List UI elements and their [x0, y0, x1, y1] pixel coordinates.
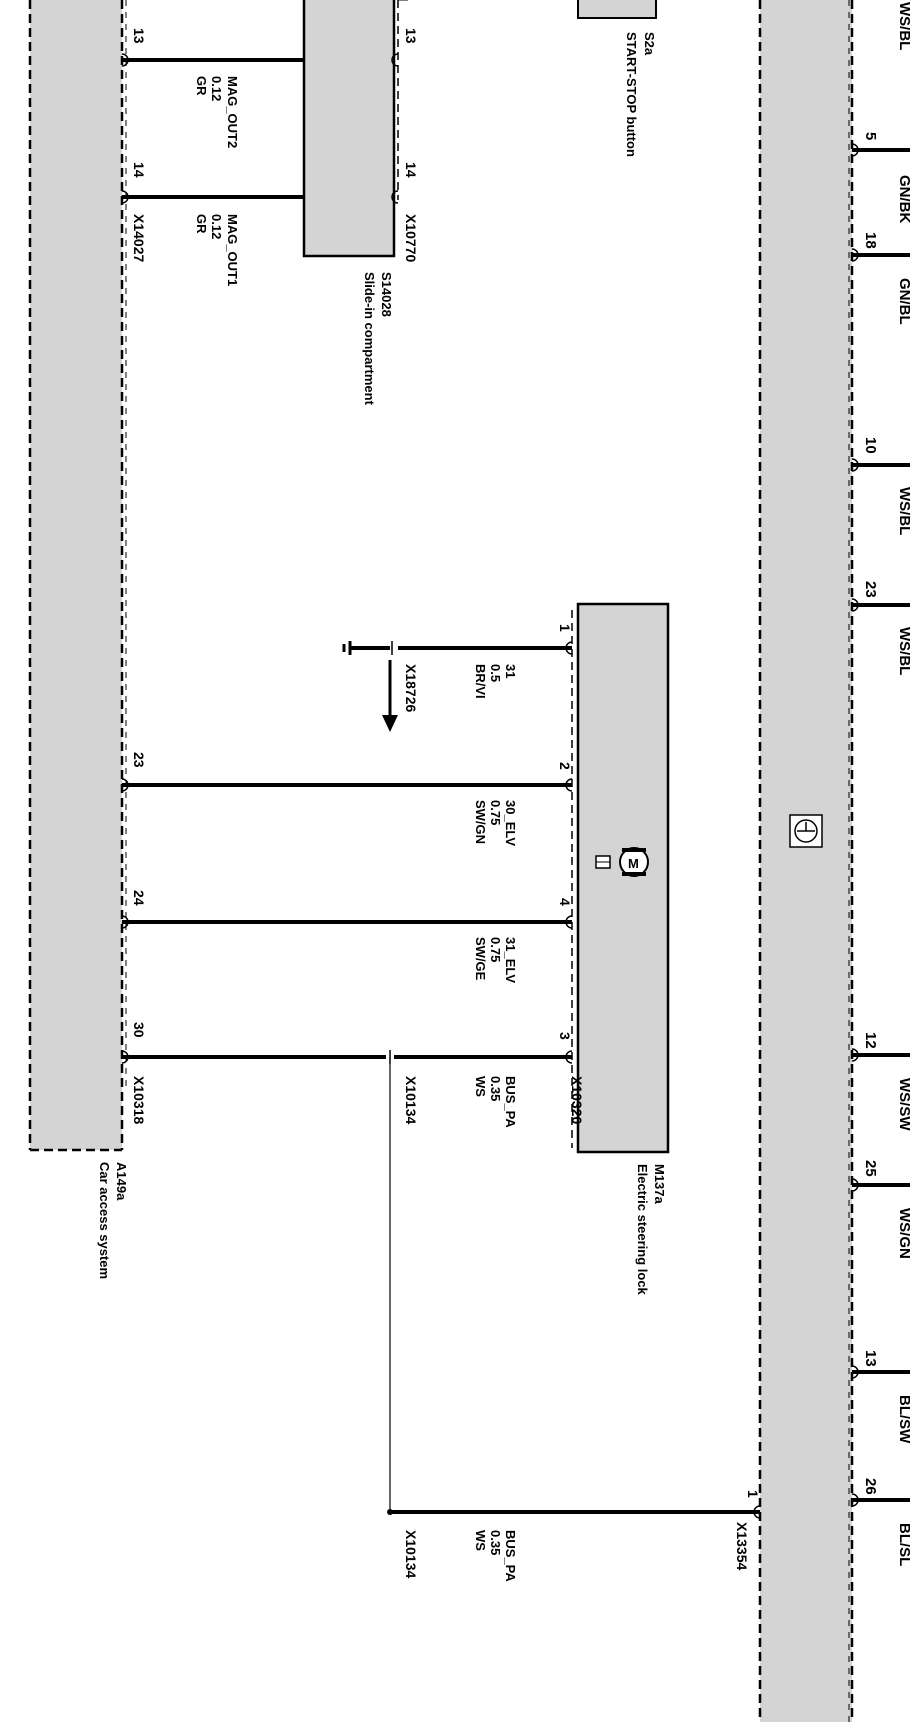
- wire-color: GR: [194, 76, 209, 96]
- wire-size: 0.35: [488, 1076, 503, 1101]
- component-id: S2a: [642, 32, 657, 56]
- top-pin-label: 25: [862, 1160, 879, 1177]
- m137a-electric-steering-lock: M M137a Electric steering lock X10320: [569, 602, 670, 1296]
- pin-label: 30: [131, 1022, 147, 1038]
- wire-31-elv: 4 24 31_ELV 0.75 SW/GE: [121, 890, 573, 983]
- pin-label: 1: [557, 624, 573, 632]
- component-name: START-STOP button: [624, 32, 639, 157]
- pin-label: 13: [131, 28, 147, 44]
- component-id: A149a: [114, 1162, 129, 1201]
- pin-label: 14: [131, 162, 147, 178]
- pin-label: 24: [131, 890, 147, 906]
- wire-bus-pa-2: BUS_PA 0.35 WS X10134: [403, 1530, 518, 1582]
- connector-label: X10134: [403, 1530, 419, 1578]
- wire-31-ground: 1 31 0.5 BR/VI X18726: [342, 624, 573, 732]
- connector-label: X10770: [403, 214, 419, 262]
- wire-color: SW/GE: [473, 937, 488, 981]
- wire-color: SW/GN: [473, 800, 488, 844]
- top-wire-fragment: GN/BK: [896, 175, 910, 224]
- pin-label: 14: [403, 162, 419, 178]
- pin-label: 4: [557, 898, 573, 906]
- top-pin-label: 10: [862, 437, 879, 454]
- s2a-start-stop-button: S2a START-STOP button: [577, 0, 657, 157]
- wire-signal: 31: [503, 664, 518, 678]
- pin-label: 3: [557, 1032, 573, 1040]
- top-pin-23: 23 WS/BL: [851, 581, 910, 675]
- top-pin-25: 25 WS/GN: [851, 1160, 910, 1259]
- wire-size: 0.75: [488, 937, 503, 962]
- top-wire-fragment: WS/SW: [896, 1078, 910, 1131]
- top-wire-fragment: BL/SL: [896, 1523, 910, 1566]
- connector-label: X14027: [131, 214, 147, 262]
- connector-label: X10320: [569, 1076, 585, 1124]
- connector-label: X18726: [403, 664, 419, 712]
- a149a-car-access-system: A149a Car access system X14027 X10318: [28, 0, 147, 1279]
- component-id: S14028: [379, 272, 394, 317]
- wire-signal: BUS_PA: [503, 1530, 518, 1582]
- top-wire-fragment: GN/BL: [896, 278, 910, 325]
- top-pin-12: 12 WS/SW: [851, 1032, 910, 1131]
- connector-label: X10318: [131, 1076, 147, 1124]
- wire-size: 0.35: [488, 1530, 503, 1555]
- pin-label: 1: [745, 1490, 761, 1498]
- pin-label: 2: [557, 762, 573, 770]
- pin-label: 13: [403, 28, 419, 44]
- top-pin-label: 12: [862, 1032, 879, 1049]
- top-pin-13: 13 BL/SW: [851, 1350, 910, 1444]
- ground-icon: [789, 814, 823, 848]
- wire-color: WS: [473, 1530, 488, 1551]
- wire-mag-out1: 14 MAG_OUT1 0.12 GR: [121, 162, 399, 286]
- wire-size: 0.5: [488, 664, 503, 682]
- top-pin-label: 13: [862, 1350, 879, 1367]
- wire-mag-out2: 13 MAG_OUT2 0.12 GR: [121, 28, 399, 148]
- top-wire-fragment: BL/SW: [896, 1395, 910, 1444]
- motor-icon: M: [595, 847, 649, 877]
- s14028-slide-in-compartment: S14028 Slide-in compartment X10770 13 14: [302, 0, 419, 406]
- svg-text:M: M: [628, 856, 639, 871]
- top-wire-fragment: WS/BL: [896, 487, 910, 535]
- wire-signal: BUS_PA: [503, 1076, 518, 1128]
- component-name: Car access system: [97, 1162, 112, 1279]
- upper-module: [758, 0, 854, 1722]
- top-pin-label: 23: [862, 581, 879, 598]
- wire-signal: MAG_OUT1: [225, 214, 240, 286]
- top-pin-26: 26 BL/SL: [851, 1478, 910, 1566]
- top-pin-label: 26: [862, 1478, 879, 1495]
- connector-label: X10134: [403, 1076, 419, 1124]
- top-pin-label: 18: [862, 232, 879, 249]
- pin-label: 23: [131, 752, 147, 768]
- top-pin-10: 10 WS/BL: [851, 437, 910, 535]
- connector-label: X13354: [734, 1522, 750, 1570]
- top-wire-fragment: WS/GN: [896, 1208, 910, 1259]
- wire-bus-pa: 3 30 BUS_PA 0.35 WS X10134: [121, 1022, 573, 1515]
- wire-size: 0.12: [209, 214, 224, 239]
- wire-size: 0.12: [209, 76, 224, 101]
- wire-size: 0.75: [488, 800, 503, 825]
- top-pin-5: 5 GN/BK: [851, 132, 910, 224]
- top-pin-18: 18 GN/BL: [851, 232, 910, 325]
- wire-signal: 30_ELV: [503, 800, 518, 846]
- top-wire-fragment: WS/BL: [896, 2, 910, 50]
- x13354-connector: 1 X13354: [390, 1490, 761, 1570]
- component-name: Electric steering lock: [635, 1164, 650, 1296]
- component-name: Slide-in compartment: [362, 272, 377, 406]
- component-id: M137a: [652, 1164, 667, 1205]
- wire-signal: 31_ELV: [503, 937, 518, 983]
- wire-30-elv: 2 23 30_ELV 0.75 SW/GN: [121, 752, 573, 846]
- top-bus-pins: 5 GN/BK 18 GN/BL 10 WS/BL 23 WS/BL 1: [851, 2, 910, 1566]
- wire-signal: MAG_OUT2: [225, 76, 240, 148]
- wire-color: GR: [194, 214, 209, 234]
- wire-color: BR/VI: [473, 664, 488, 699]
- top-wire-fragment: WS/BL: [896, 627, 910, 675]
- top-pin-label: 5: [862, 132, 879, 140]
- wire-color: WS: [473, 1076, 488, 1097]
